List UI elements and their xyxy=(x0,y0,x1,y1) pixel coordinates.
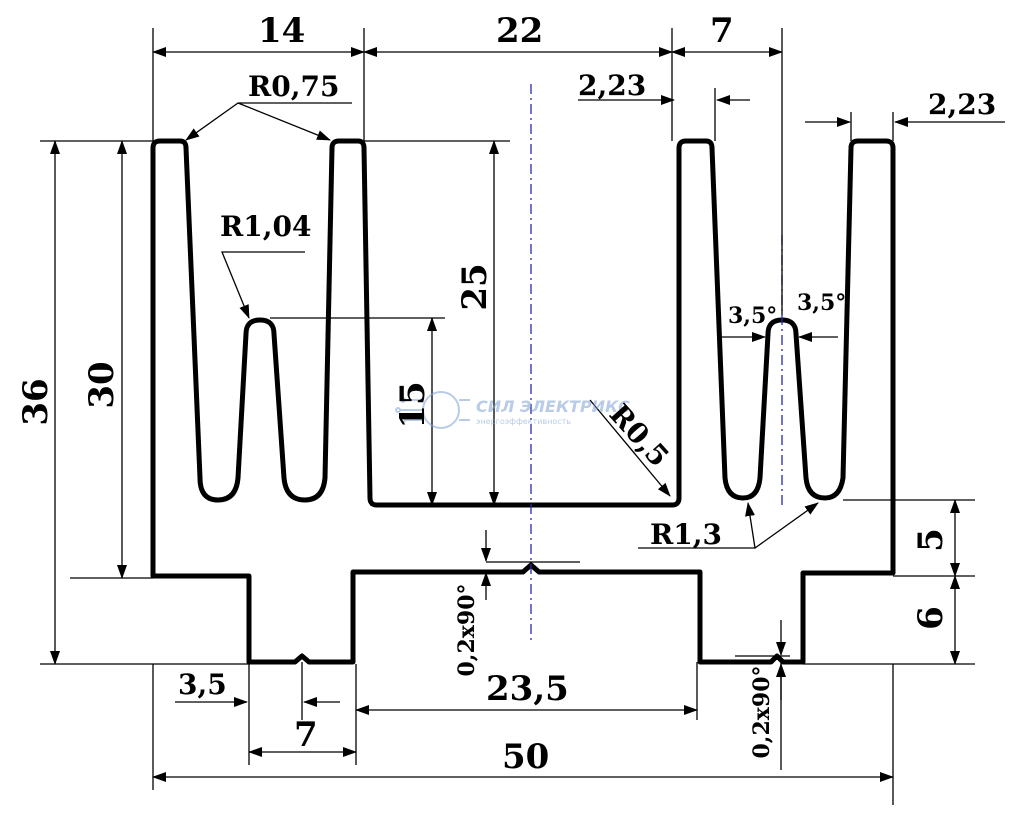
dim-radius-small-fin: R1,04 xyxy=(220,210,311,243)
dim-base-step: 5 xyxy=(911,528,951,552)
dim-groove-right: 0,2x90° xyxy=(749,665,775,758)
watermark: СИЛ ЭЛЕКТРИКС энергоэффективность xyxy=(395,391,630,429)
dim-foot-width: 7 xyxy=(294,715,318,755)
watermark-tagline: энергоэффективность xyxy=(476,417,571,426)
dim-total-height: 36 xyxy=(16,378,56,425)
dim-radius-root: R1,3 xyxy=(650,518,722,551)
dim-foot-offset: 3,5 xyxy=(178,668,227,701)
dimension-lines xyxy=(50,47,1005,782)
dim-small-fin-height: 15 xyxy=(393,381,433,428)
circuit-logo-icon xyxy=(395,391,470,429)
dim-top-width-mid: 22 xyxy=(496,11,543,51)
dim-fin-thickness-left: 2,23 xyxy=(578,69,646,102)
dim-angle-right: 3,5° xyxy=(797,290,846,316)
dim-radius-fin-tip: R0,75 xyxy=(248,70,339,103)
dim-top-width-left: 14 xyxy=(258,11,305,51)
dim-fin-thickness-right: 2,23 xyxy=(928,88,996,121)
dim-total-width: 50 xyxy=(502,737,549,777)
dim-center-width: 23,5 xyxy=(486,669,569,709)
dim-radius-channel: R0,5 xyxy=(603,398,676,474)
watermark-brand: СИЛ ЭЛЕКТРИКС xyxy=(476,397,630,416)
dim-top-width-right: 7 xyxy=(710,11,734,51)
dim-angle-left: 3,5° xyxy=(728,303,777,329)
dim-channel-depth: 25 xyxy=(455,263,495,310)
leader-lines xyxy=(185,102,819,549)
dim-fin-height: 30 xyxy=(82,361,122,408)
profile-outline xyxy=(150,138,896,665)
dim-groove-mid: 0,2x90° xyxy=(454,583,480,676)
dim-foot-height: 6 xyxy=(911,606,951,630)
